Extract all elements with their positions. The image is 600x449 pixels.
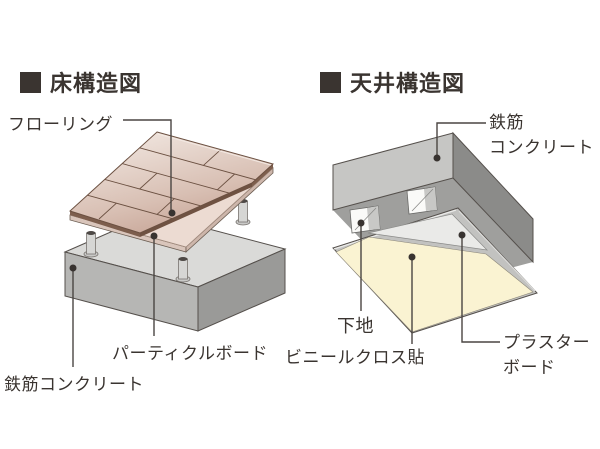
ceiling-diagram-title: 天井構造図 — [320, 66, 465, 98]
title-square-bullet — [320, 71, 341, 93]
floor-leader-lines — [72, 119, 172, 367]
ceiling-concrete-leader-line — [436, 122, 486, 155]
flooring-front-left-edge — [70, 211, 140, 237]
title-square-bullet — [20, 71, 41, 93]
flooring-label: フローリング — [8, 115, 113, 134]
vinyl-cloth-label: ビニールクロス貼 — [285, 348, 425, 367]
ceiling-hanger — [349, 205, 381, 234]
flooring-front-right-edge — [252, 164, 273, 187]
ceiling-concrete-label: 鉄筋 コンクリート — [489, 113, 594, 157]
plaster-board-marker-dot — [458, 231, 466, 239]
plaster-board-face — [367, 213, 488, 251]
plaster-board-leader-line — [461, 238, 500, 343]
ceiling-leader-lines — [360, 122, 500, 344]
base-frame-marker-dot — [357, 219, 365, 227]
base-frame-label: 下地 — [337, 316, 374, 336]
floor-structure-drawing — [63, 119, 287, 367]
floor-concrete-marker-dot — [69, 264, 77, 272]
flooring-leader-line — [123, 119, 172, 210]
floor-support-post — [83, 231, 99, 258]
ceiling-structure-drawing — [332, 122, 538, 344]
plaster-board-label: プラスター ボード — [503, 333, 591, 377]
particle-board-marker-dot — [150, 232, 158, 240]
ceiling-concrete-side-face — [452, 131, 534, 264]
floor-diagram-title-text: 床構造図 — [50, 71, 143, 96]
floor-support-post — [175, 257, 191, 283]
ceiling-hanger — [406, 186, 438, 215]
floor-concrete-label: 鉄筋コンクリート — [4, 375, 144, 394]
particle-board-label: パーティクルボード — [112, 344, 268, 363]
vinyl-cloth-marker-dot — [408, 253, 416, 261]
floor-diagram-title: 床構造図 — [20, 66, 142, 98]
ceiling-diagram-title-text: 天井構造図 — [350, 71, 466, 96]
vinyl-cloth-face — [335, 236, 534, 333]
floor-concrete-side-face — [197, 248, 286, 332]
flooring-cut-edge — [140, 183, 252, 237]
ceiling-concrete-marker-dot — [433, 154, 441, 162]
panel-edge-highlight — [458, 210, 536, 292]
flooring-marker-dot — [168, 209, 176, 217]
